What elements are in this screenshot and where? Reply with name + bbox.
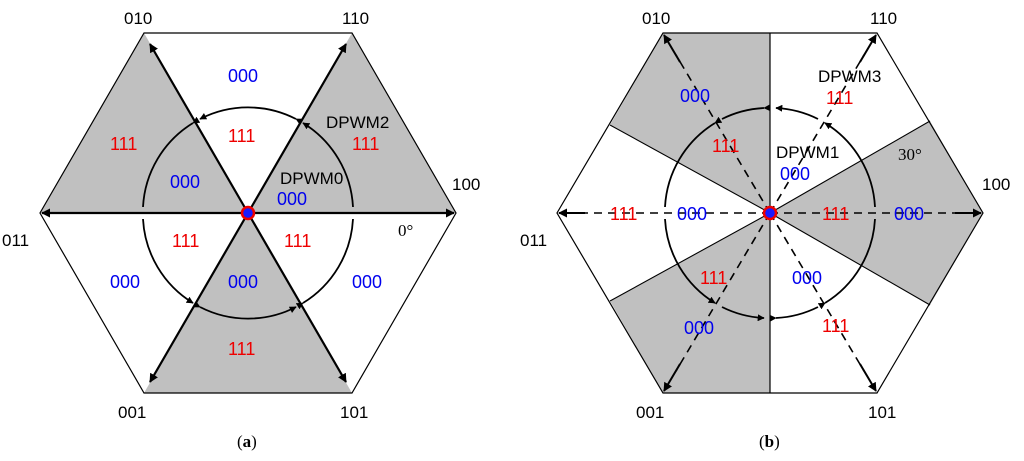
code-upper-right-111: 111 (826, 88, 853, 108)
caption-b-letter: b (765, 432, 774, 451)
vector-label-100: 100 (452, 175, 480, 194)
hexagon-outline (556, 32, 984, 394)
code-dpwm0-000: 000 (277, 189, 307, 209)
vector-label-001: 001 (636, 403, 664, 422)
vector-label-101: 101 (340, 403, 368, 422)
vector-label-100: 100 (982, 175, 1010, 194)
vector-arrow-001 (663, 363, 681, 392)
vector-label-001: 001 (118, 403, 146, 422)
code-bottom-000: 000 (228, 272, 258, 292)
boundary-line (609, 212, 771, 302)
sector-shade-lower-left (610, 213, 770, 393)
code-right-111: 111 (822, 204, 849, 224)
vector-arrow-010 (663, 34, 681, 63)
angle-label-30: 30° (898, 145, 922, 164)
code-outer-right-000: 000 (352, 272, 382, 292)
panel-a: 010 110 100 011 001 101 000 111 111 000 … (2, 9, 480, 451)
hexagon-outline (39, 32, 457, 394)
code-lower-left-111: 111 (700, 268, 727, 288)
code-upper-left-111: 111 (110, 134, 137, 154)
code-right-000: 000 (894, 204, 924, 224)
sector-shade-right (770, 121, 983, 305)
rotation-circle (664, 104, 876, 322)
caption-b: (b) (759, 432, 780, 451)
vector-arrow-110 (859, 34, 877, 63)
vector-label-110: 110 (870, 9, 897, 28)
vector-arrow-010 (149, 43, 249, 214)
code-lower-right-111: 111 (284, 231, 311, 251)
code-lower-left-111: 111 (172, 231, 199, 251)
vector-label-011: 011 (2, 231, 29, 250)
label-dpwm2: DPWM2 (326, 113, 389, 132)
vector-arrow-001 (149, 212, 249, 383)
angle-label-0: 0° (398, 221, 413, 240)
vector-label-010: 010 (642, 9, 670, 28)
origin-marker (762, 205, 778, 221)
code-bottom-111: 111 (228, 339, 255, 359)
code-dpwm1-000: 000 (780, 164, 810, 184)
code-upper-left-000: 000 (680, 86, 710, 106)
code-center-111: 111 (228, 126, 255, 146)
code-left-000: 000 (170, 172, 200, 192)
code-left-000: 000 (677, 204, 707, 224)
vector-label-101: 101 (868, 403, 896, 422)
boundary-line (609, 124, 771, 214)
vector-arrow-101 (859, 363, 877, 392)
panel-b: 010 110 100 011 001 101 000 111 DPWM3 11… (520, 9, 1010, 451)
vector-label-010: 010 (124, 9, 152, 28)
origin-marker (240, 205, 256, 221)
label-dpwm0: DPWM0 (280, 169, 343, 188)
boundary-line (769, 120, 931, 214)
code-left-111: 111 (610, 204, 637, 224)
sector-shade-upper-left (40, 33, 248, 213)
vector-arrow-110 (247, 43, 347, 214)
code-lower-right-111: 111 (822, 316, 849, 336)
rotation-circle (142, 106, 354, 320)
code-lower-right-000: 000 (792, 268, 822, 288)
label-dpwm3: DPWM3 (818, 67, 881, 86)
code-lower-left-000: 000 (684, 318, 714, 338)
sector-shade-upper-left (610, 33, 770, 213)
caption-a: (a) (237, 432, 257, 451)
label-dpwm1: DPWM1 (776, 143, 839, 162)
code-upper-left-111: 111 (712, 136, 739, 156)
caption-a-letter: a (243, 432, 252, 451)
boundary-line (769, 212, 931, 306)
dashed-rays (580, 54, 960, 372)
code-top-000: 000 (228, 66, 258, 86)
vector-label-011: 011 (520, 231, 547, 250)
vector-label-110: 110 (342, 9, 369, 28)
sector-shade-upper-right (248, 33, 456, 213)
code-upper-right-111: 111 (352, 134, 379, 154)
vector-arrow-101 (247, 212, 347, 383)
code-outer-left-000: 000 (110, 272, 140, 292)
